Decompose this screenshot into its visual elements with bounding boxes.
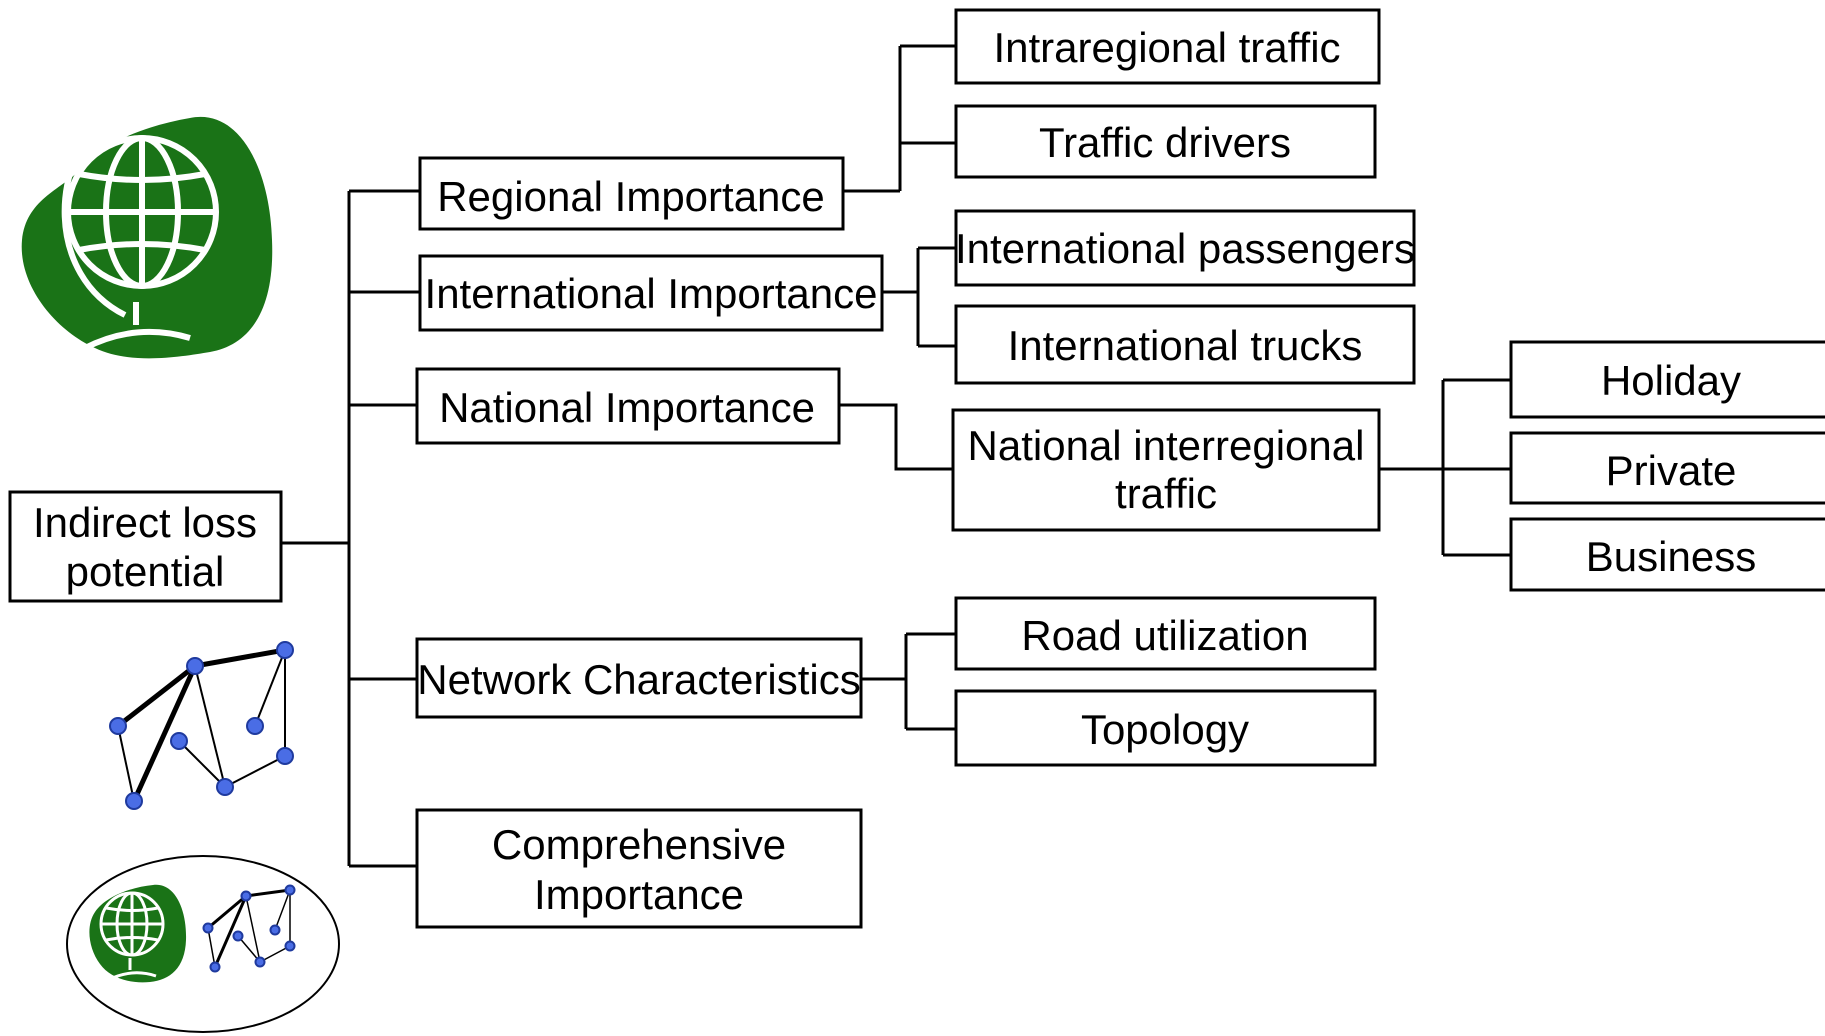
root-label-line1: Indirect loss [33, 499, 257, 546]
subleaf-label: Private [1606, 447, 1737, 494]
category-comprehensive-importance: Comprehensive Importance [415, 808, 863, 929]
leaf-international-passengers: International passengers [954, 209, 1416, 287]
leaf-label: Topology [1081, 706, 1249, 753]
root-label-line2: potential [66, 548, 225, 595]
subleaf-private: Private [1509, 431, 1825, 505]
connector-lines [281, 44, 1511, 868]
category-international-importance: International Importance [418, 254, 884, 332]
subleaf-label: Business [1586, 533, 1756, 580]
category-label: International Importance [425, 270, 878, 317]
category-label: Regional Importance [437, 173, 825, 220]
small-globe-icon [89, 884, 187, 983]
subleaf-label: Holiday [1601, 357, 1741, 404]
leaf-topology: Topology [954, 689, 1377, 767]
category-label-line2: Importance [534, 871, 744, 918]
globe-icon [21, 98, 273, 359]
network-graph-icon [109, 641, 294, 810]
leaf-intraregional-traffic: Intraregional traffic [954, 8, 1381, 85]
leaf-label: Intraregional traffic [993, 24, 1340, 71]
subleaf-holiday: Holiday [1509, 340, 1825, 419]
leaf-label: Traffic drivers [1039, 119, 1291, 166]
category-label: National Importance [439, 384, 815, 431]
leaf-label: International trucks [1008, 322, 1363, 369]
category-regional-importance: Regional Importance [418, 156, 845, 231]
leaf-international-trucks: International trucks [954, 304, 1416, 385]
leaf-label: Road utilization [1021, 612, 1308, 659]
category-label-line1: Comprehensive [492, 821, 786, 868]
category-label: Network Characteristics [417, 656, 860, 703]
category-national-importance: National Importance [415, 367, 841, 445]
leaf-label: International passengers [955, 225, 1415, 272]
leaf-label-line2: traffic [1115, 470, 1217, 517]
leaf-label-line1: National interregional [968, 422, 1365, 469]
root-node-indirect-loss-potential: Indirect loss potential [8, 490, 283, 603]
leaf-traffic-drivers: Traffic drivers [954, 104, 1377, 179]
category-network-characteristics: Network Characteristics [415, 637, 863, 719]
subleaf-business: Business [1509, 517, 1825, 592]
leaf-road-utilization: Road utilization [954, 596, 1377, 671]
small-network-graph-icon [202, 884, 296, 973]
leaf-national-interregional-traffic: National interregional traffic [951, 408, 1381, 532]
combined-globe-network-icon [66, 855, 340, 1033]
